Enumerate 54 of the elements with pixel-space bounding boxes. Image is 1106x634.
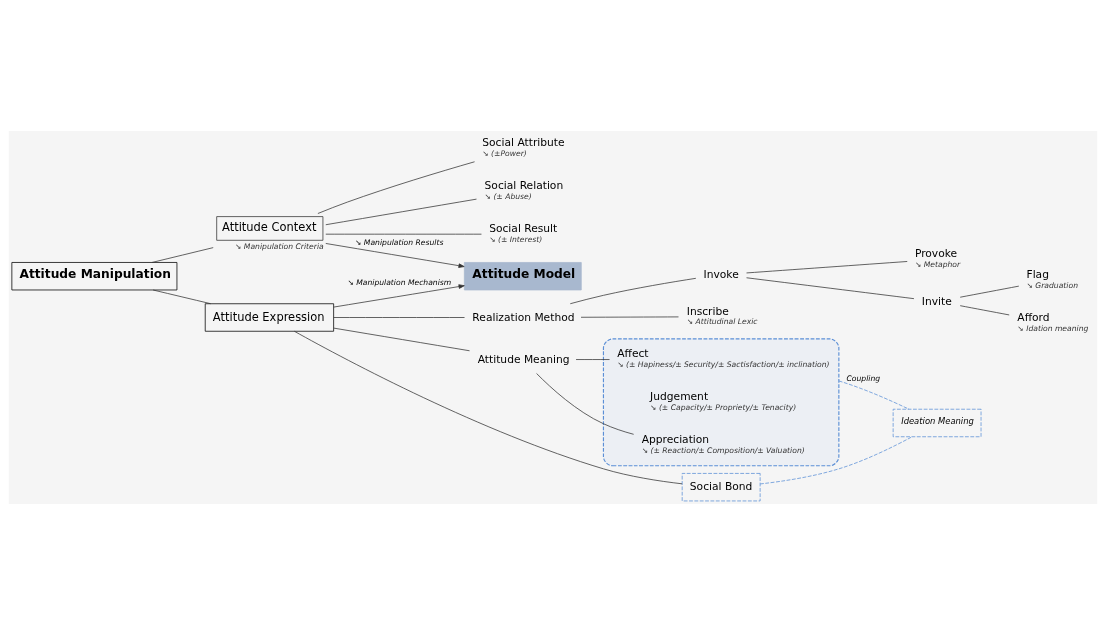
node-box: Social Bond: [681, 472, 761, 501]
node-box: Attitude Manipulation: [11, 261, 178, 290]
node-text: Social Attribute: [482, 135, 565, 149]
node-label: ↘ Attitudinal Lexic: [686, 316, 758, 326]
edge-label: ↘ Manipulation Mechanism: [347, 277, 452, 287]
node-label: ↘ Manipulation Criteria: [235, 241, 324, 251]
connector: [152, 289, 212, 304]
edge-label: ↘ Manipulation Results: [355, 237, 444, 247]
node-label: ↘ (± Capacity/± Propriety/± Tenacity): [650, 402, 797, 412]
connector: [959, 304, 1010, 315]
connector: [575, 358, 610, 360]
node-label: ↘ (±Power): [482, 148, 527, 158]
connector: [333, 316, 465, 318]
node-label: ↘ (± Reaction/± Composition/± Valuation): [641, 445, 805, 455]
node-text: Inscribe: [686, 304, 729, 318]
node-box: Attitude Expression: [204, 302, 334, 332]
node-text: Social Relation: [484, 178, 564, 192]
node-box: Attitude Context: [216, 215, 324, 241]
node-box: Attitude Model: [463, 261, 582, 290]
arrow: [333, 283, 465, 307]
node-text: Appreciation: [641, 432, 710, 446]
connector: [746, 276, 915, 299]
connector: [151, 246, 214, 263]
connector: [294, 330, 683, 484]
connector: [838, 380, 910, 410]
node-text: Affect: [617, 346, 649, 360]
node-label: ↘ (± Abuse): [484, 191, 532, 201]
cluster: [602, 337, 840, 466]
connector: [325, 198, 477, 225]
node-text: Flag: [1026, 267, 1049, 281]
node-label: ↘ (± Interest): [489, 234, 543, 244]
connector: [569, 277, 697, 304]
connector: [536, 372, 634, 435]
connector: [333, 327, 470, 351]
node-box: Ideation Meaning: [892, 408, 982, 437]
node-label: ↘ Graduation: [1026, 280, 1078, 290]
node-text: Attitude Meaning: [477, 352, 570, 366]
node-text: Judgement: [650, 389, 709, 403]
connector: [317, 160, 475, 214]
node-text: Afford: [1017, 310, 1050, 324]
connector: [746, 260, 908, 273]
edge-label: Coupling: [846, 373, 881, 383]
node-text: Realization Method: [472, 310, 575, 324]
node-label: ↘ (± Hapiness/± Security/± Sactisfaction/± inclination): [617, 359, 830, 369]
connector: [580, 316, 679, 318]
node-text: Social Result: [489, 221, 558, 235]
node-label: ↘ Metaphor: [914, 259, 961, 269]
connector: [959, 285, 1020, 298]
connector: [759, 435, 913, 484]
node-text: Invoke: [703, 267, 739, 281]
node-text: Invite: [921, 294, 952, 308]
node-text: Provoke: [914, 246, 958, 260]
arrow: [325, 242, 465, 268]
node-label: ↘ Idation meaning: [1017, 322, 1089, 332]
